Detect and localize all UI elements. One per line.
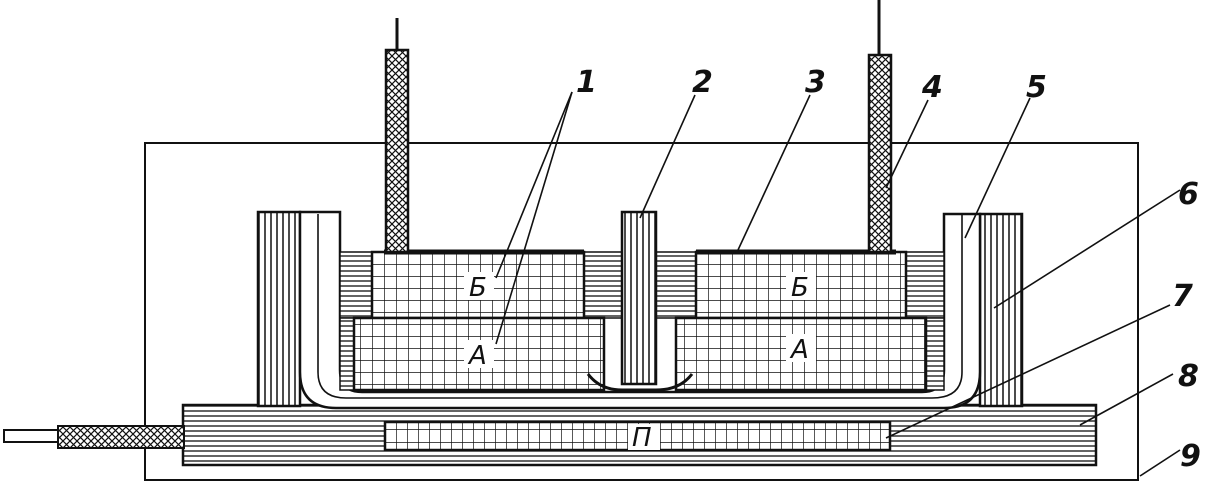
left-cable-core — [3, 429, 61, 443]
callout-7: 7 — [1172, 279, 1193, 314]
label-lower-right: А — [789, 335, 809, 365]
callout-4: 4 — [921, 70, 943, 105]
left-filler-lower — [339, 317, 355, 391]
callout-2: 2 — [692, 65, 713, 100]
label-upper-left: Б — [469, 273, 487, 303]
label-bg — [628, 424, 660, 450]
winding-lower-left — [352, 316, 606, 392]
u-shell-inner-line — [317, 214, 963, 399]
callout-9: 9 — [1180, 439, 1201, 474]
right-filler-lower — [925, 317, 945, 391]
left-outer-wall — [256, 210, 302, 408]
right-filler-upper — [905, 251, 945, 319]
mid-filler-left — [583, 251, 625, 319]
mid-filler-right — [655, 251, 697, 319]
callout-6: 6 — [1178, 177, 1199, 212]
enclosure-outline — [144, 142, 1139, 481]
label-bg — [786, 272, 816, 300]
callout-5: 5 — [1026, 70, 1047, 105]
callout-3: 3 — [805, 65, 826, 100]
left-cable-sheath — [57, 425, 185, 449]
label-bg — [464, 272, 494, 300]
right-terminal-sleeve — [867, 53, 893, 254]
left-filler-upper — [339, 251, 373, 319]
label-bottom-center: П — [632, 423, 652, 453]
right-outer-wall — [978, 212, 1024, 408]
label-bg — [464, 340, 494, 368]
left-terminal-sleeve — [384, 48, 410, 254]
label-upper-right: Б — [791, 273, 809, 303]
callout-1: 1 — [576, 65, 597, 100]
leader-lines — [495, 91, 1181, 477]
central-post — [620, 210, 658, 386]
label-bg — [786, 334, 816, 362]
label-lower-left: А — [467, 341, 487, 371]
callout-8: 8 — [1178, 359, 1199, 394]
central-post-foot — [586, 373, 694, 392]
